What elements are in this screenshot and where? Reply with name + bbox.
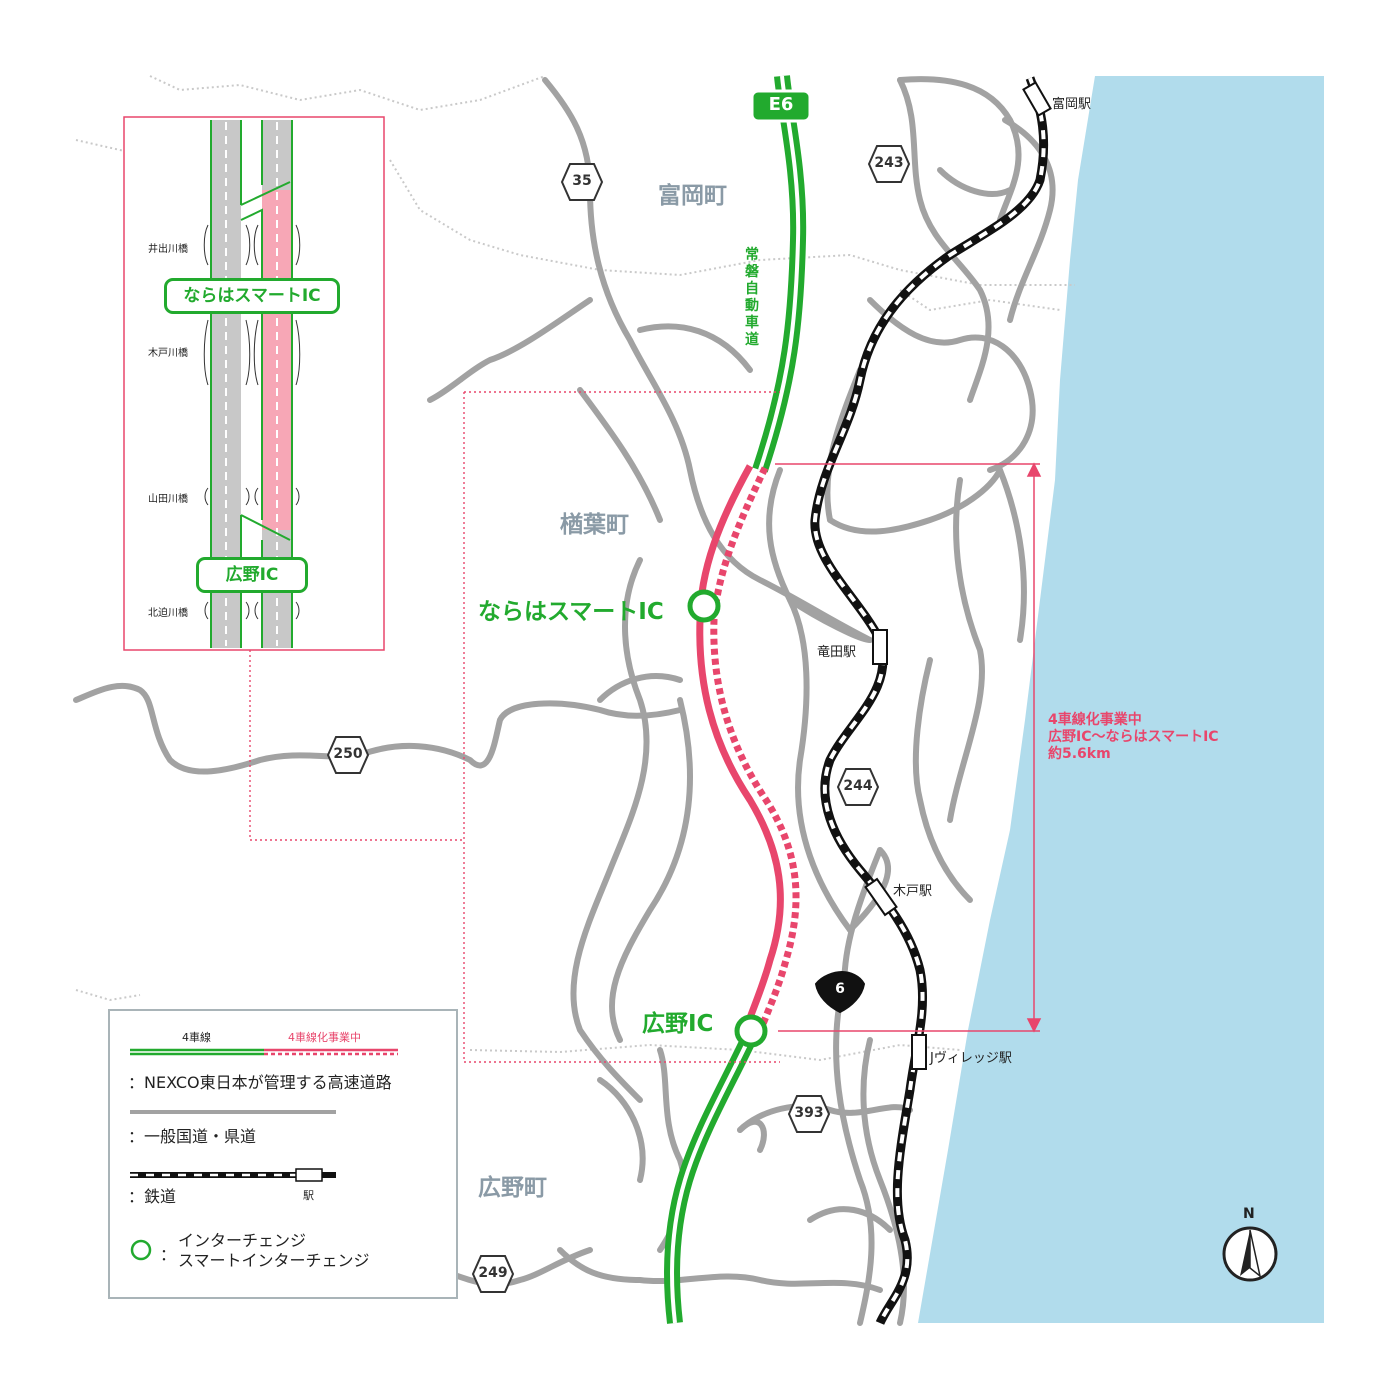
route-244-label: 244 — [843, 778, 873, 794]
route-35-shield — [560, 163, 604, 201]
legend-expressway-desc: ：NEXCO東日本が管理する高速道路 — [128, 1073, 392, 1092]
project-info-line3: 約5.6km — [1048, 746, 1111, 762]
station-label-tomioka: 富岡駅 — [1052, 97, 1092, 112]
hirono-ic-label[interactable]: 広野IC — [642, 1011, 714, 1037]
route-shields — [326, 145, 911, 1293]
expressway-4lane-south — [664, 1028, 760, 1324]
legend-ic-swatch — [130, 1239, 152, 1261]
inset-bridge-label: 北迫川橋 — [148, 608, 188, 619]
inset-bridge-label: 山田川橋 — [148, 494, 188, 505]
naraha-smart-ic-marker[interactable] — [687, 589, 721, 623]
route-393-label: 393 — [794, 1105, 824, 1121]
route-244-shield — [836, 768, 880, 806]
expressway-name-char: 動 — [745, 298, 759, 314]
railway — [810, 76, 1049, 1325]
legend-ic-prefix: ： — [160, 1245, 177, 1264]
legend: 4車線 4車線化事業中 ：NEXCO東日本が管理する高速道路 ：一般国道・県道 … — [108, 1009, 458, 1299]
route-393-shield — [787, 1095, 831, 1133]
project-info-line1: 4車線化事業中 — [1048, 712, 1142, 728]
route-35-label: 35 — [572, 173, 592, 189]
town-label-tomioka: 富岡町 — [658, 183, 727, 209]
e6-badge — [750, 89, 812, 123]
expressway-name-char: 磐 — [745, 264, 759, 280]
legend-general-road-desc: ：一般国道・県道 — [128, 1127, 257, 1146]
route-6-label: 6 — [835, 981, 845, 997]
north-compass — [1222, 1226, 1278, 1282]
station-kido-marker — [864, 877, 898, 917]
hirono-ic-marker[interactable] — [734, 1014, 768, 1048]
project-info: 4車線化事業中 広野IC～ならはスマートIC 約5.6km — [1048, 712, 1219, 763]
route-6-shield — [814, 970, 866, 1014]
legend-general-road-swatch — [130, 1110, 336, 1114]
legend-railway-desc: ：鉄道 — [128, 1187, 177, 1206]
legend-4lane-project-label: 4車線化事業中 — [288, 1031, 361, 1044]
route-243-label: 243 — [874, 155, 904, 171]
expressway-4lane-north — [752, 75, 807, 473]
expressway-name-char: 車 — [745, 315, 759, 331]
legend-ic-line2: スマートインターチェンジ — [178, 1251, 370, 1270]
expressway-name-char: 道 — [745, 332, 759, 348]
route-249-shield — [471, 1255, 515, 1293]
inset-naraha-smart-ic-label: ならはスマートIC — [164, 278, 340, 314]
station-jvillage-marker — [911, 1034, 927, 1070]
expressway-4lane-project — [696, 464, 800, 1034]
route-249-label: 249 — [478, 1265, 508, 1281]
route-250-shield — [326, 736, 370, 774]
station-label-kido: 木戸駅 — [893, 884, 933, 899]
sea — [918, 76, 1324, 1323]
station-label-tatsuta: 竜田駅 — [817, 645, 857, 660]
e6-badge-label: E6 — [768, 94, 794, 115]
town-label-naraha: 楢葉町 — [560, 512, 629, 538]
project-extent-guides — [775, 462, 1042, 1033]
project-info-line2: 広野IC～ならはスマートIC — [1048, 729, 1219, 745]
station-tatsuta-marker — [872, 629, 888, 665]
station-markers — [864, 81, 1052, 1070]
expressway-name-char: 常 — [745, 247, 759, 263]
inset-bridge-label: 井出川橋 — [148, 244, 188, 255]
inset-bridge-label: 木戸川橋 — [148, 348, 188, 359]
route-243-shield — [867, 145, 911, 183]
town-label-hirono: 広野町 — [478, 1175, 547, 1201]
route-250-label: 250 — [333, 746, 363, 762]
naraha-smart-ic-label[interactable]: ならはスマートIC — [478, 599, 664, 625]
station-label-jvillage: Jヴィレッジ駅 — [930, 1051, 1012, 1066]
legend-railway-swatch — [130, 1168, 336, 1182]
expressway-name-vertical: 常 磐 自 動 車 道 — [743, 247, 761, 349]
legend-ic-line1: インターチェンジ — [178, 1231, 307, 1250]
compass-north-label: N — [1243, 1206, 1255, 1222]
legend-station-label: 駅 — [303, 1189, 314, 1202]
expressway-name-char: 自 — [745, 281, 759, 297]
inset-connector — [249, 391, 780, 1063]
legend-expressway-swatch — [130, 1048, 398, 1056]
station-tomioka-marker — [1022, 81, 1052, 117]
legend-4lane-label: 4車線 — [182, 1031, 211, 1044]
inset-hirono-ic-label: 広野IC — [196, 557, 308, 593]
